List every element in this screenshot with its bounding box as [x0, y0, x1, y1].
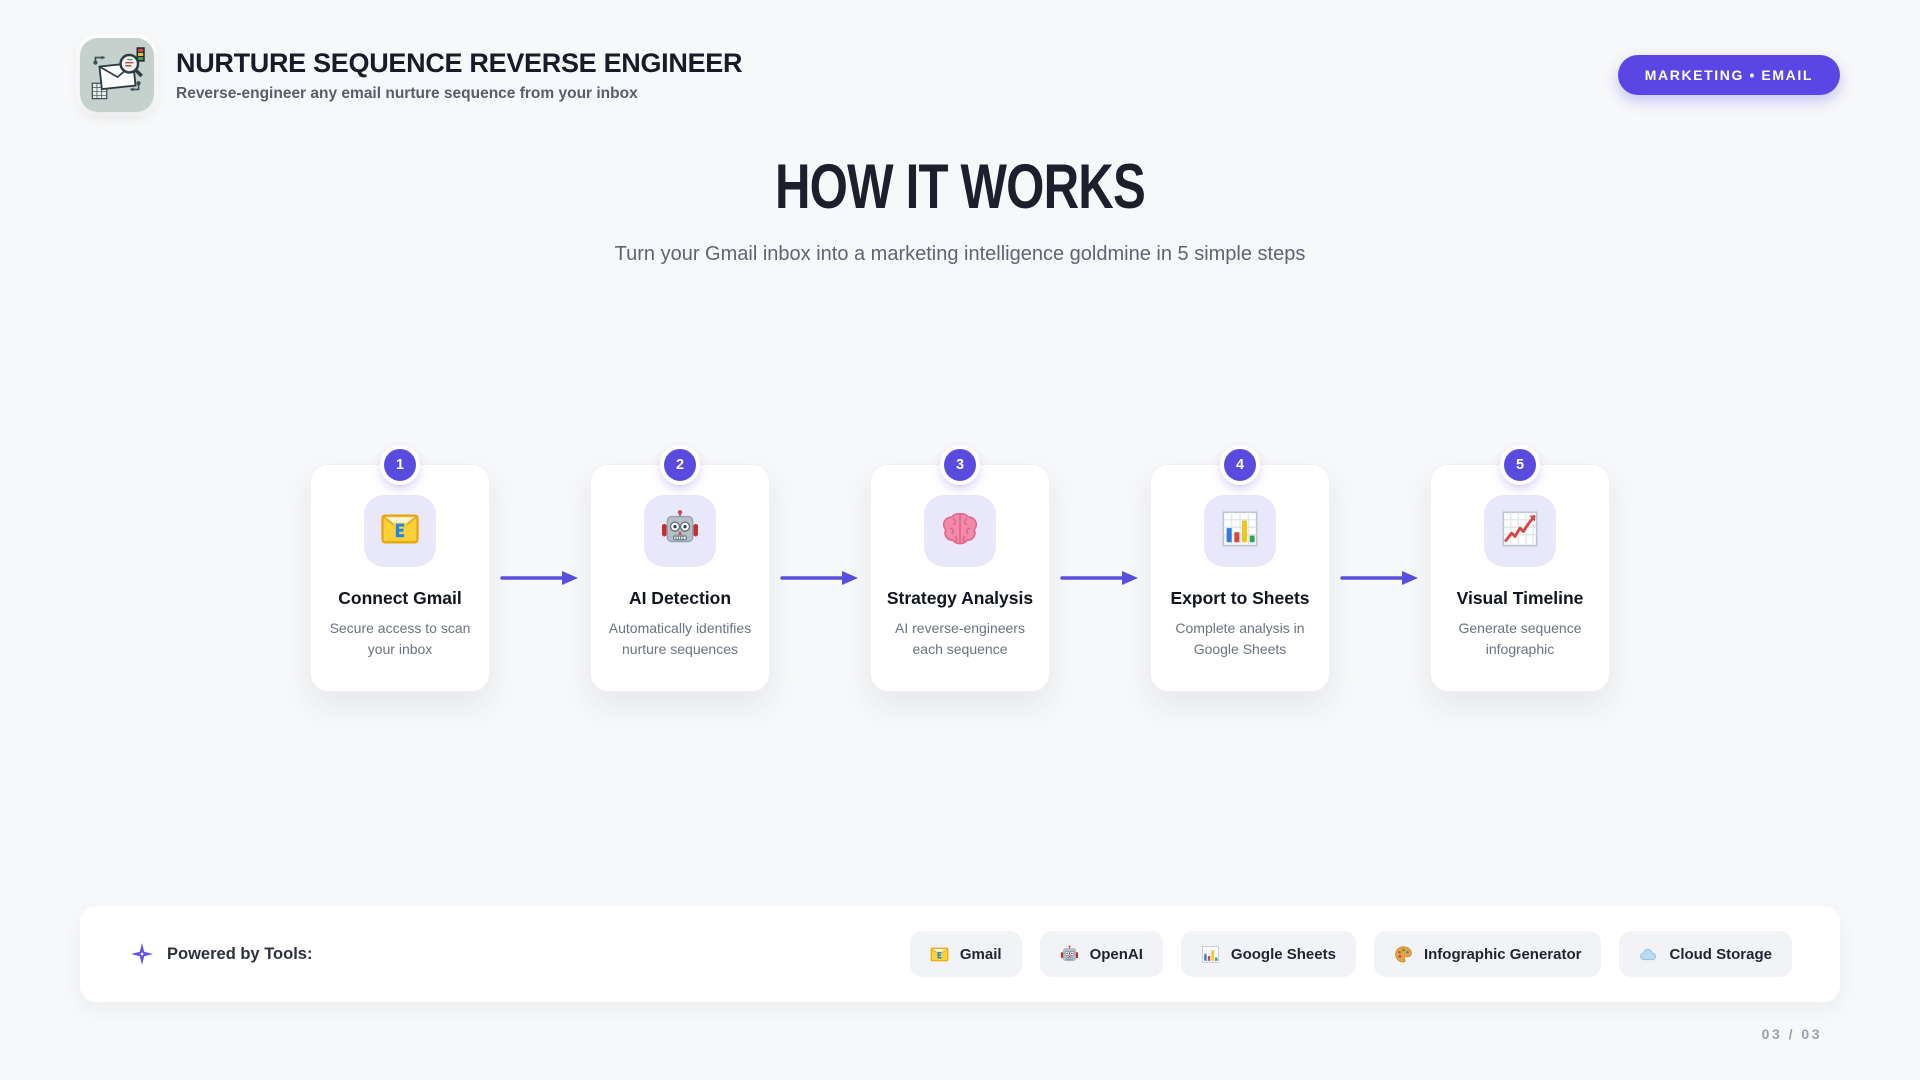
step-title: AI Detection	[628, 587, 732, 608]
tool-chips: Gmail OpenAI Google Sheets Infographic G…	[909, 931, 1792, 977]
header: NURTURE SEQUENCE REVERSE ENGINEER Revers…	[80, 38, 1840, 112]
page-title: HOW IT WORKS	[774, 151, 1146, 222]
step-number-badge: 3	[944, 448, 976, 481]
app-subtitle: Reverse-engineer any email nurture seque…	[176, 84, 638, 102]
step-description: AI reverse-engineers each sequence	[895, 619, 1025, 658]
tool-chip-gmail[interactable]: Gmail	[909, 931, 1022, 977]
robot-icon	[660, 508, 700, 553]
category-badge[interactable]: MARKETING • EMAIL	[1617, 55, 1840, 95]
tool-chip-infographic-generator[interactable]: Infographic Generator	[1373, 931, 1602, 977]
page-subtitle: Turn your Gmail inbox into a marketing i…	[614, 243, 1306, 265]
line-chart-icon	[1500, 508, 1540, 553]
tool-chip-openai[interactable]: OpenAI	[1039, 931, 1163, 977]
tool-chip-label: Infographic Generator	[1423, 945, 1582, 963]
email-icon	[930, 945, 949, 964]
step-description: Secure access to scan your inbox	[329, 619, 471, 658]
arrow-right-icon	[1050, 569, 1150, 587]
step-description: Generate sequence infographic	[1458, 619, 1582, 658]
brain-icon	[940, 508, 980, 553]
step-title: Export to Sheets	[1170, 587, 1310, 608]
app-title: NURTURE SEQUENCE REVERSE ENGINEER	[176, 47, 743, 78]
hero-section: HOW IT WORKS Turn your Gmail inbox into …	[0, 151, 1920, 266]
step-title: Connect Gmail	[338, 587, 462, 608]
header-titles: NURTURE SEQUENCE REVERSE ENGINEER Revers…	[176, 47, 743, 103]
step-number-badge: 5	[1504, 448, 1536, 481]
sparkle-icon	[130, 942, 154, 966]
powered-by-tools-bar: Powered by Tools: Gmail OpenAI Google Sh…	[80, 906, 1840, 1002]
step-number-badge: 2	[664, 448, 696, 481]
bar-chart-icon	[1201, 945, 1220, 964]
step-title: Strategy Analysis	[886, 587, 1034, 608]
tool-chip-label: Google Sheets	[1230, 945, 1336, 963]
step-title: Visual Timeline	[1456, 587, 1584, 608]
tool-chip-label: Gmail	[959, 945, 1002, 963]
tool-chip-google-sheets[interactable]: Google Sheets	[1180, 931, 1356, 977]
email-detective-logo	[80, 38, 154, 112]
bar-chart-icon	[1220, 508, 1260, 553]
robot-icon	[1060, 945, 1079, 964]
step-description: Automatically identifies nurture sequenc…	[608, 619, 752, 658]
header-brand: NURTURE SEQUENCE REVERSE ENGINEER Revers…	[80, 38, 743, 112]
step-number-badge: 4	[1224, 448, 1256, 481]
step-card-ai-detection: 2 AI Detection Automatically identifies …	[590, 448, 770, 693]
step-card-connect-gmail: 1 Connect Gmail Secure access to scan yo…	[310, 448, 490, 693]
tool-chip-label: OpenAI	[1089, 945, 1143, 963]
powered-by-label: Powered by Tools:	[167, 944, 313, 963]
step-description: Complete analysis in Google Sheets	[1175, 619, 1305, 658]
tool-chip-cloud-storage[interactable]: Cloud Storage	[1619, 931, 1792, 977]
tool-chip-label: Cloud Storage	[1669, 945, 1772, 963]
arrow-right-icon	[1330, 569, 1430, 587]
arrow-right-icon	[770, 569, 870, 587]
arrow-right-icon	[490, 569, 590, 587]
steps-row: 1 Connect Gmail Secure access to scan yo…	[0, 448, 1920, 693]
step-card-export-to-sheets: 4 Export to Sheets Complete analysis in …	[1150, 448, 1330, 693]
palette-icon	[1394, 945, 1413, 964]
cloud-icon	[1639, 945, 1658, 964]
email-icon	[380, 508, 420, 553]
page-indicator: 03 / 03	[1761, 1026, 1822, 1042]
step-card-visual-timeline: 5 Visual Timeline Generate sequence info…	[1430, 448, 1610, 693]
step-card-strategy-analysis: 3 Strategy Analysis AI reverse-engineers…	[870, 448, 1050, 693]
step-number-badge: 1	[384, 448, 416, 481]
